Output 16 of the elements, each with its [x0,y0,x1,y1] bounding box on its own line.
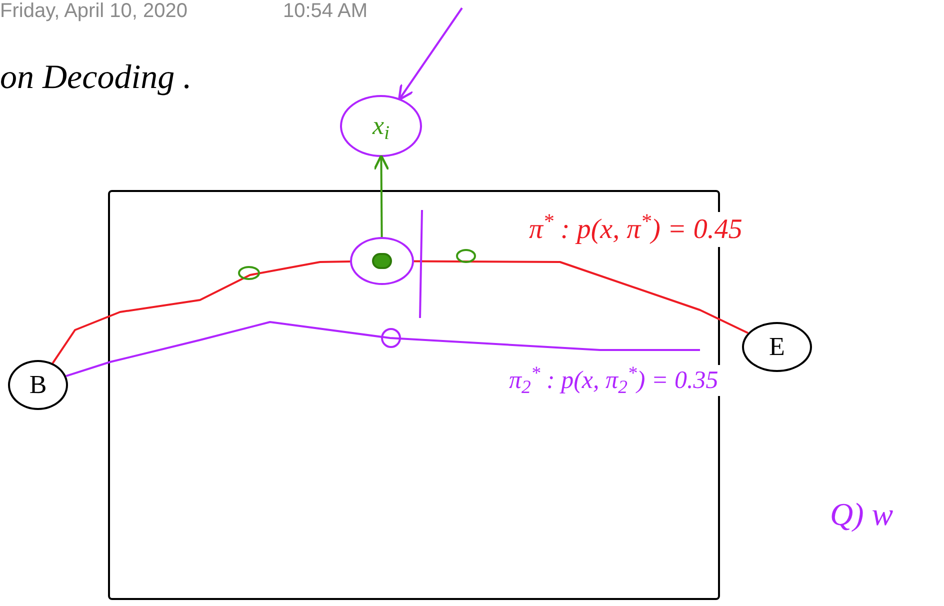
question-text: Q) w [830,495,894,534]
path-line [66,321,700,378]
output-circle [340,95,422,157]
end-circle [742,322,812,372]
node-label: E [769,334,785,360]
heading-text: on Decoding . [0,58,192,98]
node-label: x$_{i}$ [372,113,390,139]
start-circle [8,360,68,410]
arrow [398,7,463,101]
date-text: Friday, April 10, 2020 [0,0,188,24]
path-line [414,260,748,334]
state-circle [350,237,414,285]
arrow [373,154,390,237]
node-label: B [29,372,47,398]
path-line [52,260,350,364]
time-text: 10:54 AM [283,0,368,24]
